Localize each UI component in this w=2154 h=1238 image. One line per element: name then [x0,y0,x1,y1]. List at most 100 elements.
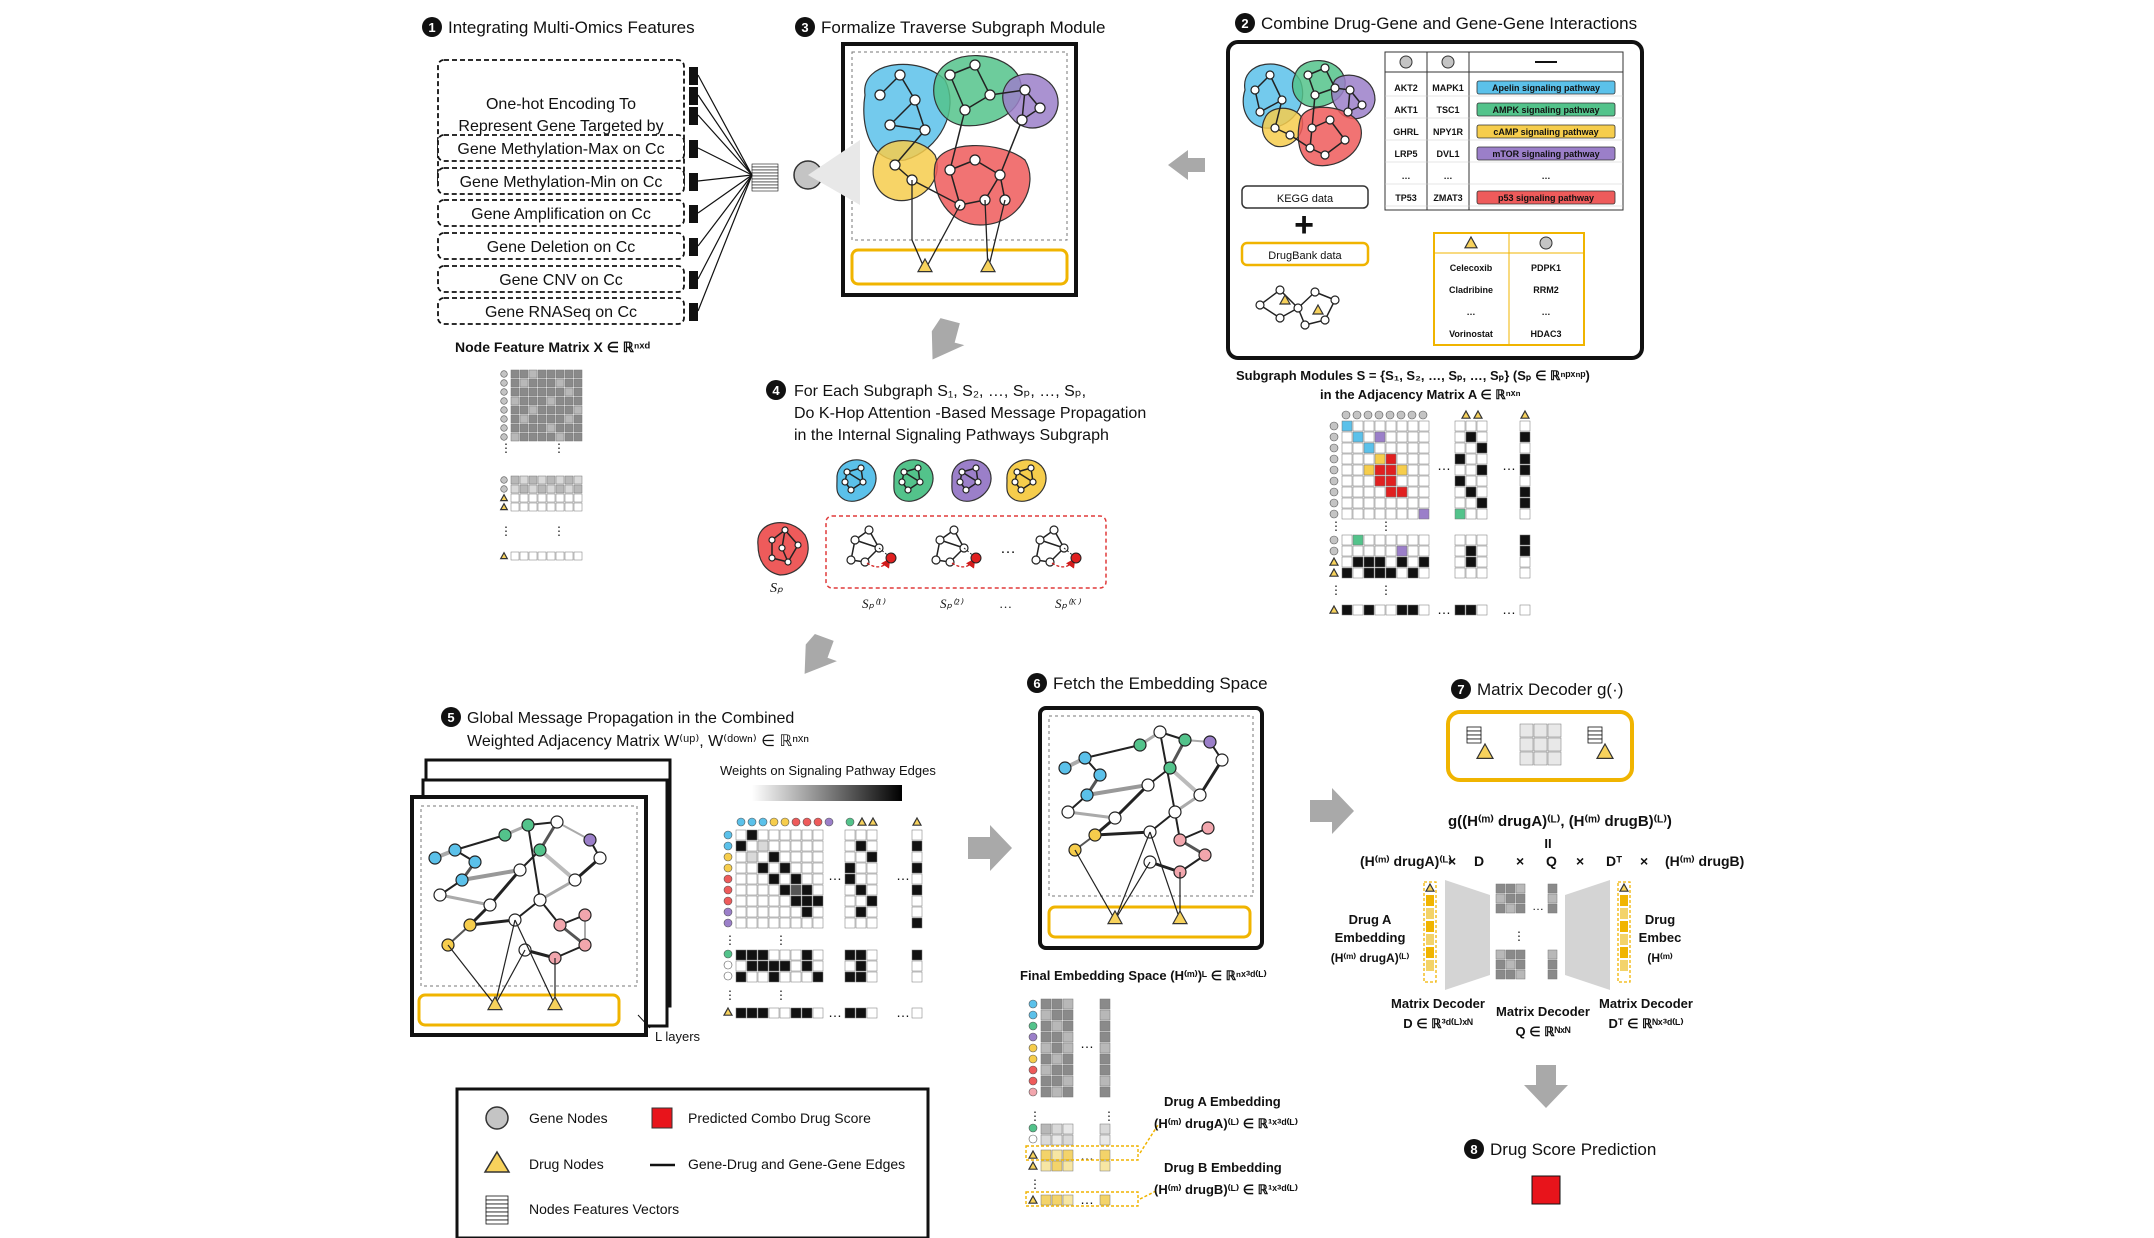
w-cell [735,829,747,841]
gene-node [969,154,981,166]
feature-matrix-cell [519,484,529,494]
legend-drug-node-icon [483,1150,511,1173]
q-cell [1495,903,1506,914]
adj-cell [1476,534,1488,546]
graph-edge [1094,830,1151,837]
adj-cell [1363,475,1375,487]
vector-bar [1587,726,1603,732]
adj-cell [1341,431,1353,443]
q-cell [1547,893,1558,904]
adj-gene-node [1329,476,1339,486]
vdots: ⋮ [553,524,565,538]
drug-a-embedding-title: Drug A Embedding [1164,1094,1281,1109]
w-cell [779,917,791,929]
w-cell [801,917,813,929]
section-3-traverse-subgraph: 3 Formalize Traverse Subgraph Module [795,17,1105,297]
drug-node [546,995,564,1011]
w-cell [801,840,813,852]
emb-cell [1099,1020,1111,1032]
emb-cell [1099,1194,1111,1206]
w-cell [790,917,802,929]
drug-node [1424,882,1436,892]
adj-gene-node [1385,410,1395,420]
legend-edges: Gene-Drug and Gene-Gene Edges [688,1156,905,1172]
drug-a-row-highlight [1025,1145,1139,1161]
w-cell [746,895,758,907]
feature-matrix-cell [573,475,583,485]
step-5-number: 5 [447,710,454,725]
feature-matrix-cell [573,369,583,379]
product-term: × [1516,853,1524,869]
w-cell [801,895,813,907]
step-1-badge [422,17,442,37]
feature-matrix-cell [537,396,547,406]
feature-matrix-cell [528,423,538,433]
adj-cell [1341,475,1353,487]
step-2-title: Combine Drug-Gene and Gene-Gene Interact… [1261,14,1637,33]
gene-node [974,478,982,486]
adj-cell [1385,420,1397,432]
w-cell [812,873,824,885]
w-cell [790,971,802,983]
adj-gene-node [1329,487,1339,497]
w-cell [746,862,758,874]
feature-matrix-cell [564,396,574,406]
drug-b-label: (H⁽ᵐ⁾ [1647,951,1672,965]
vdots: ⋮ [1029,1109,1041,1123]
adj-cell [1363,464,1375,476]
pathway-blob [1297,106,1362,167]
emb-cell [1051,1086,1063,1098]
graph-edge [999,119,1023,176]
drug-a-pointer [1139,1124,1159,1154]
w-gene-node [723,830,733,840]
vdots: ⋮ [1103,1109,1115,1123]
graph-edge [538,848,577,882]
feature-matrix-cell [573,396,583,406]
adj-cell [1341,534,1353,546]
q-cell [1515,893,1526,904]
product-term: × [1448,853,1456,869]
matrix-gene-node [500,406,508,414]
w-cell [866,906,878,918]
gene-cell: LRP5 [1394,149,1417,159]
w-cell [844,884,856,896]
feature-box [437,199,685,227]
gene-node [1310,90,1320,100]
graph-edge [1168,766,1202,797]
gene-node [972,464,980,472]
adj-cell [1363,556,1375,568]
feature-edge [697,174,753,280]
w-cell [746,873,758,885]
feature-matrix-cell [555,378,565,388]
decoder-d-label: D ∈ ℝ³ᵈ⁽ᴸ⁾ˣᴺ [1403,1016,1473,1031]
feature-matrix-cell [546,475,556,485]
drug-node [486,995,504,1011]
w-gene-node [723,863,733,873]
w-cell [855,971,867,983]
feature-matrix-cell [573,378,583,388]
emb-cell [1040,1031,1052,1043]
adj-cell [1407,475,1419,487]
global-dashed-area [420,805,638,987]
adj-gene-node [1329,535,1339,545]
predicted-score-square [1531,1175,1561,1205]
emb-cell [1040,1149,1052,1161]
arrow-6-to-7 [1310,788,1354,834]
gene-node [1285,130,1295,140]
adj-cell [1385,567,1397,579]
step-5-badge [441,707,461,727]
drug-layer-bar [850,248,1069,286]
hdots: … [1502,457,1516,473]
w-cell [812,851,824,863]
emb-drug-node [1027,1194,1039,1204]
adj-cell [1363,442,1375,454]
w-cell [866,949,878,961]
adj-cell [1476,545,1488,557]
hdots: … [828,867,842,883]
gene-node [768,554,776,562]
decoder-cell [1547,737,1562,752]
hdots: … [896,1004,910,1020]
feature-vector-block [689,140,698,158]
adj-cell [1363,534,1375,546]
gene-node [1016,114,1028,126]
